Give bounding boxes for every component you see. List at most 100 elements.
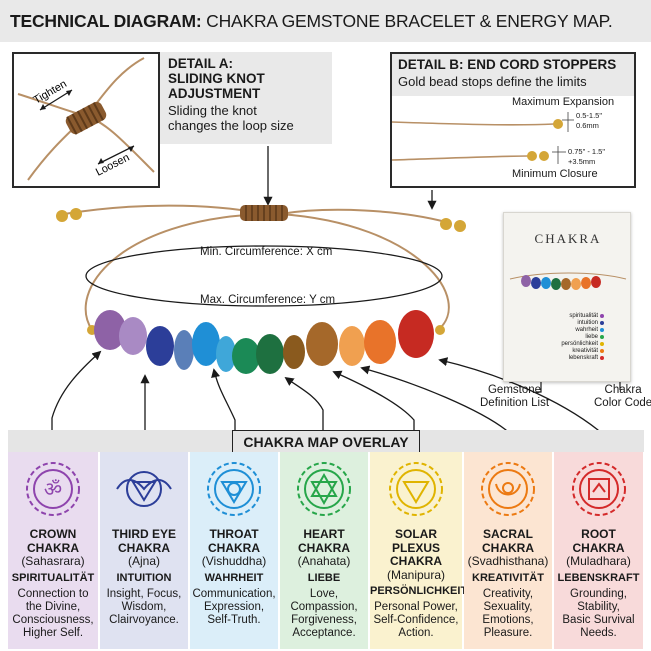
detail-b-title: DETAIL B: END CORD STOPPERS (398, 57, 617, 72)
card-list-item: kreativität (572, 348, 598, 354)
page-title-bold: TECHNICAL DIAGRAM: (10, 10, 202, 31)
chakra-name-suffix: CHAKRA (27, 540, 79, 555)
chakra-sanskrit: (Svadhisthana) (467, 554, 549, 568)
gemstone-row (94, 310, 434, 374)
color-dot-icon (600, 335, 604, 339)
gold-bead-icon (70, 208, 82, 220)
chakra-description: Communication, Expression, Self-Truth. (190, 588, 278, 627)
max-circumference-label: Max. Circumference: Y cm (200, 294, 336, 306)
chakra-description: Personal Power, Self-Confidence, Action. (370, 601, 462, 640)
chakra-keyword: LIEBE (307, 571, 341, 584)
knot-icon (65, 101, 107, 135)
chakra-description: Grounding, Stability, Basic Survival Nee… (554, 588, 643, 640)
bracelet-knot-icon (240, 205, 288, 221)
third-eye-chakra-icon (116, 471, 172, 507)
chakra-column-heart: HEART CHAKRA (Anahata) LIEBE Love, Compa… (280, 452, 368, 649)
gemstone-definition-label: Gemstone Definition List (480, 384, 549, 410)
chakra-keyword: KREATIVITÄT (472, 571, 544, 584)
gemstone-sodalite (174, 330, 194, 370)
card-list-item: liebe (585, 334, 598, 340)
max-dimension-1: 0.5-1.5" (576, 111, 603, 120)
gold-bead-icon (454, 220, 466, 232)
chakra-name: HEART (303, 527, 345, 541)
chakra-column-solar-plexus: SOLAR PLEXUS CHAKRA (Manipura) PERSÖNLIC… (370, 452, 467, 649)
min-dimension-2: +3.5mm (568, 157, 596, 166)
gemstone-aventurine (232, 338, 260, 374)
desc-line: Pleasure. (483, 626, 533, 639)
desc-line: Communication, (192, 587, 276, 600)
chakra-name: SACRAL (483, 527, 533, 541)
chakra-name-suffix: CHAKRA (390, 554, 442, 568)
detail-b-header: DETAIL B: END CORD STOPPERS Gold bead st… (392, 54, 634, 96)
chakra-name: CROWN (29, 527, 77, 541)
chakra-name: THIRD EYE (111, 527, 176, 541)
chakra-keyword: INTUITION (116, 571, 172, 584)
desc-line: Self-Truth. (207, 613, 261, 626)
desc-line: Grounding, (570, 587, 627, 600)
loosen-arrow-icon (97, 145, 135, 165)
gemstone-carnelian (364, 320, 396, 364)
chakra-name-suffix: CHAKRA (208, 540, 260, 555)
desc-line: Acceptance. (292, 626, 356, 639)
desc-line: Action. (398, 627, 434, 639)
desc-line: Expression, (203, 600, 265, 613)
gemstone-lapis (146, 326, 174, 366)
gemstone-amethyst (94, 310, 126, 350)
min-circumference-label: Min. Circumference: X cm (200, 246, 333, 258)
gold-bead-icon (56, 210, 68, 222)
desc-line: Love, (309, 587, 339, 600)
sacral-chakra-icon (481, 462, 535, 516)
chakra-sanskrit: (Sahasrara) (21, 554, 85, 568)
detail-a-title-1: DETAIL A: (168, 56, 233, 71)
chakra-sanskrit: (Muladhara) (566, 554, 631, 568)
card-list-item: lebenskraft (568, 355, 598, 361)
max-expansion-label: Maximum Expansion (512, 96, 615, 108)
desc-line: Stability, (577, 600, 620, 613)
desc-line: Connection to (17, 587, 89, 600)
desc-line: Compassion, (290, 600, 358, 613)
color-dot-icon (600, 349, 604, 353)
desc-line: the Divine, (25, 600, 81, 613)
gemstone-orange-calcite (339, 326, 365, 366)
gemstone-amethyst-light (119, 317, 147, 355)
chakra-description: Insight, Focus, Wisdom, Clairvoyance. (100, 588, 188, 627)
desc-line: Insight, Focus, (106, 587, 182, 600)
sliding-knot-illustration: Tighten Loosen (17, 57, 155, 181)
chakra-name-suffix: CHAKRA (482, 540, 534, 555)
desc-line: Sexuality, (483, 600, 533, 613)
card-color-dots (600, 314, 604, 360)
gold-bead-icon (435, 325, 445, 335)
chakra-name: SOLAR PLEXUS (391, 527, 440, 555)
detail-a-knot-closeup: Tighten Loosen (12, 52, 160, 188)
card-bracelet-thumbnail (509, 272, 627, 290)
chakra-column-third-eye: THIRD EYE CHAKRA (Ajna) INTUITION Insigh… (100, 452, 188, 649)
end-stopper-illustration (392, 112, 574, 164)
gold-bead-icon (553, 119, 563, 129)
gemstone-malachite (256, 334, 284, 374)
desc-line: Self-Confidence, (373, 614, 459, 626)
chakra-description: Love, Compassion, Forgiveness, Acceptanc… (280, 588, 368, 640)
chakra-keyword: LEBENSKRAFT (557, 571, 640, 584)
chakra-name-suffix: CHAKRA (572, 540, 625, 555)
card-brand: CHAKRA (534, 231, 602, 246)
root-chakra-icon (571, 462, 626, 516)
gemstone-red-jasper (398, 310, 434, 358)
tighten-arrow-icon (39, 89, 73, 111)
card-list-item: wahrheit (575, 327, 598, 333)
chakra-description: Connection to the Divine, Consciousness,… (8, 588, 98, 640)
chakra-sanskrit: (Vishuddha) (201, 554, 267, 568)
chakra-column-throat: THROAT CHAKRA (Vishuddha) WAHRHEIT Commu… (190, 452, 278, 649)
page-title-rest: CHAKRA GEMSTONE BRACELET & ENERGY MAP. (201, 10, 613, 31)
gemstone-apatite-light (216, 336, 236, 372)
gemstone-label-line1: Gemstone (487, 384, 542, 396)
detail-a-callout: DETAIL A: SLIDING KNOT ADJUSTMENT Slidin… (160, 52, 332, 144)
min-dimension-1: 0.75" - 1.5" (568, 147, 606, 156)
throat-chakra-icon (207, 462, 261, 516)
detail-a-title-3: ADJUSTMENT (168, 86, 261, 101)
card-list-item: intuition (577, 320, 598, 326)
detail-a-desc-1: Sliding the knot (168, 103, 257, 118)
solar-plexus-chakra-icon (389, 462, 443, 516)
gold-bead-icon (539, 151, 549, 161)
chakra-sanskrit: (Ajna) (127, 554, 160, 568)
gold-bead-icon (527, 151, 537, 161)
